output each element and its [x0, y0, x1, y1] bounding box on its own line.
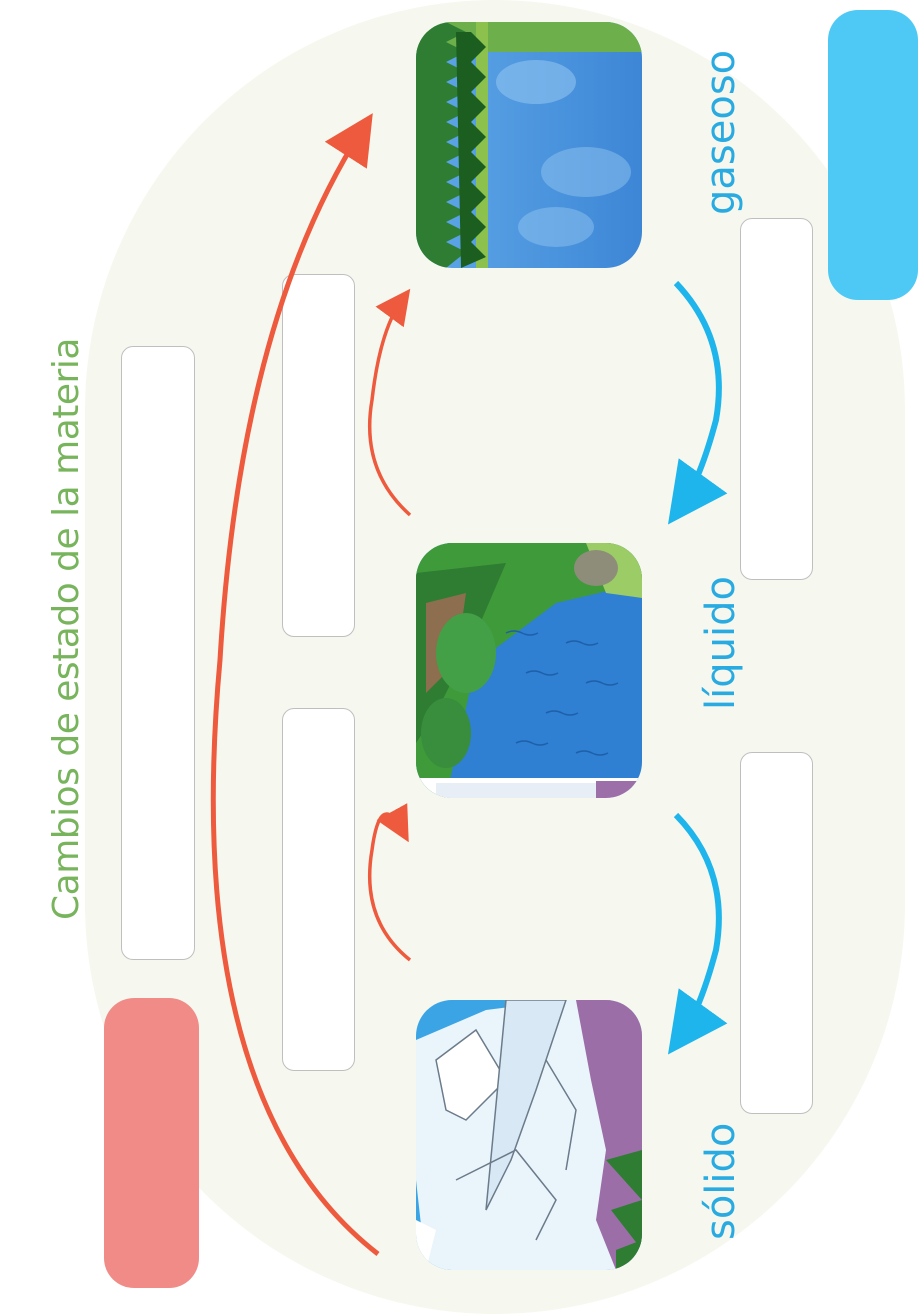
- answer-box-solidification[interactable]: [740, 752, 813, 1114]
- red-label-pill: [104, 998, 199, 1288]
- gas-state-image: [416, 22, 642, 268]
- page-title: Cambios de estado de la materia: [46, 338, 87, 920]
- state-label-gas: gaseoso: [698, 49, 744, 215]
- title-container: Cambios de estado de la materia: [16, 338, 87, 920]
- mountain-illustration: [416, 1000, 642, 1270]
- river-illustration: [416, 543, 642, 798]
- sky-illustration: [416, 22, 642, 268]
- liquid-state-image: [416, 543, 642, 798]
- answer-box-melting[interactable]: [282, 708, 355, 1071]
- state-label-liquid: líquido: [698, 576, 744, 710]
- answer-box-condensation[interactable]: [740, 218, 813, 580]
- answer-box-long-sublimation[interactable]: [121, 346, 195, 960]
- state-label-solid: sólido: [698, 1122, 744, 1240]
- blue-label-pill: [828, 10, 918, 300]
- solid-state-image: [416, 1000, 642, 1270]
- answer-box-vaporization[interactable]: [282, 274, 355, 637]
